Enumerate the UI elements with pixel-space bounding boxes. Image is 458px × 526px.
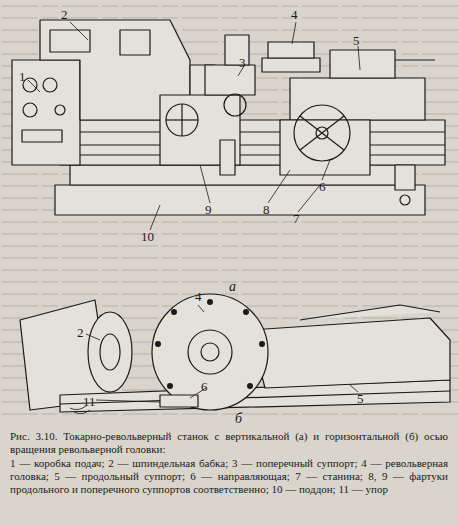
- turret: [262, 58, 320, 72]
- figure-letter: а: [228, 280, 237, 294]
- chip-pan: [55, 185, 425, 215]
- cross-slide: [205, 65, 255, 95]
- spindle-chuck: [88, 312, 132, 392]
- hand-wheel: [294, 105, 350, 161]
- callout-number: 2: [60, 8, 69, 21]
- feed-box: [12, 60, 80, 165]
- callout-number: 6: [200, 380, 209, 393]
- callout-number: 11: [82, 395, 97, 408]
- parts-list: 1 — коробка подач; 2 — шпиндельная бабка…: [10, 457, 448, 496]
- callout-number: 4: [194, 290, 203, 303]
- callout-number: 8: [262, 203, 271, 216]
- callout-number: 5: [352, 34, 361, 47]
- callout-number: 5: [356, 392, 365, 405]
- turret-disk: [152, 294, 268, 410]
- bleed-through: [0, 0, 458, 420]
- callout-number: 1: [18, 70, 27, 83]
- callout-number: 4: [290, 8, 299, 21]
- callout-number: 9: [204, 203, 213, 216]
- callout-number: 2: [76, 326, 85, 339]
- longitudinal-slide: [250, 318, 450, 388]
- callout-number: 7: [292, 212, 301, 225]
- apron: [280, 120, 370, 175]
- figure-letter: б: [234, 412, 243, 426]
- callout-number: 6: [318, 180, 327, 193]
- figure-caption: Рис. 3.10. Токарно-револьверный станок с…: [10, 430, 448, 456]
- longitudinal-slide: [290, 78, 425, 120]
- caption-block: Рис. 3.10. Токарно-револьверный станок с…: [10, 430, 448, 496]
- callout-number: 10: [140, 230, 155, 243]
- bed-top: [60, 120, 445, 165]
- callout-number: 3: [238, 56, 247, 69]
